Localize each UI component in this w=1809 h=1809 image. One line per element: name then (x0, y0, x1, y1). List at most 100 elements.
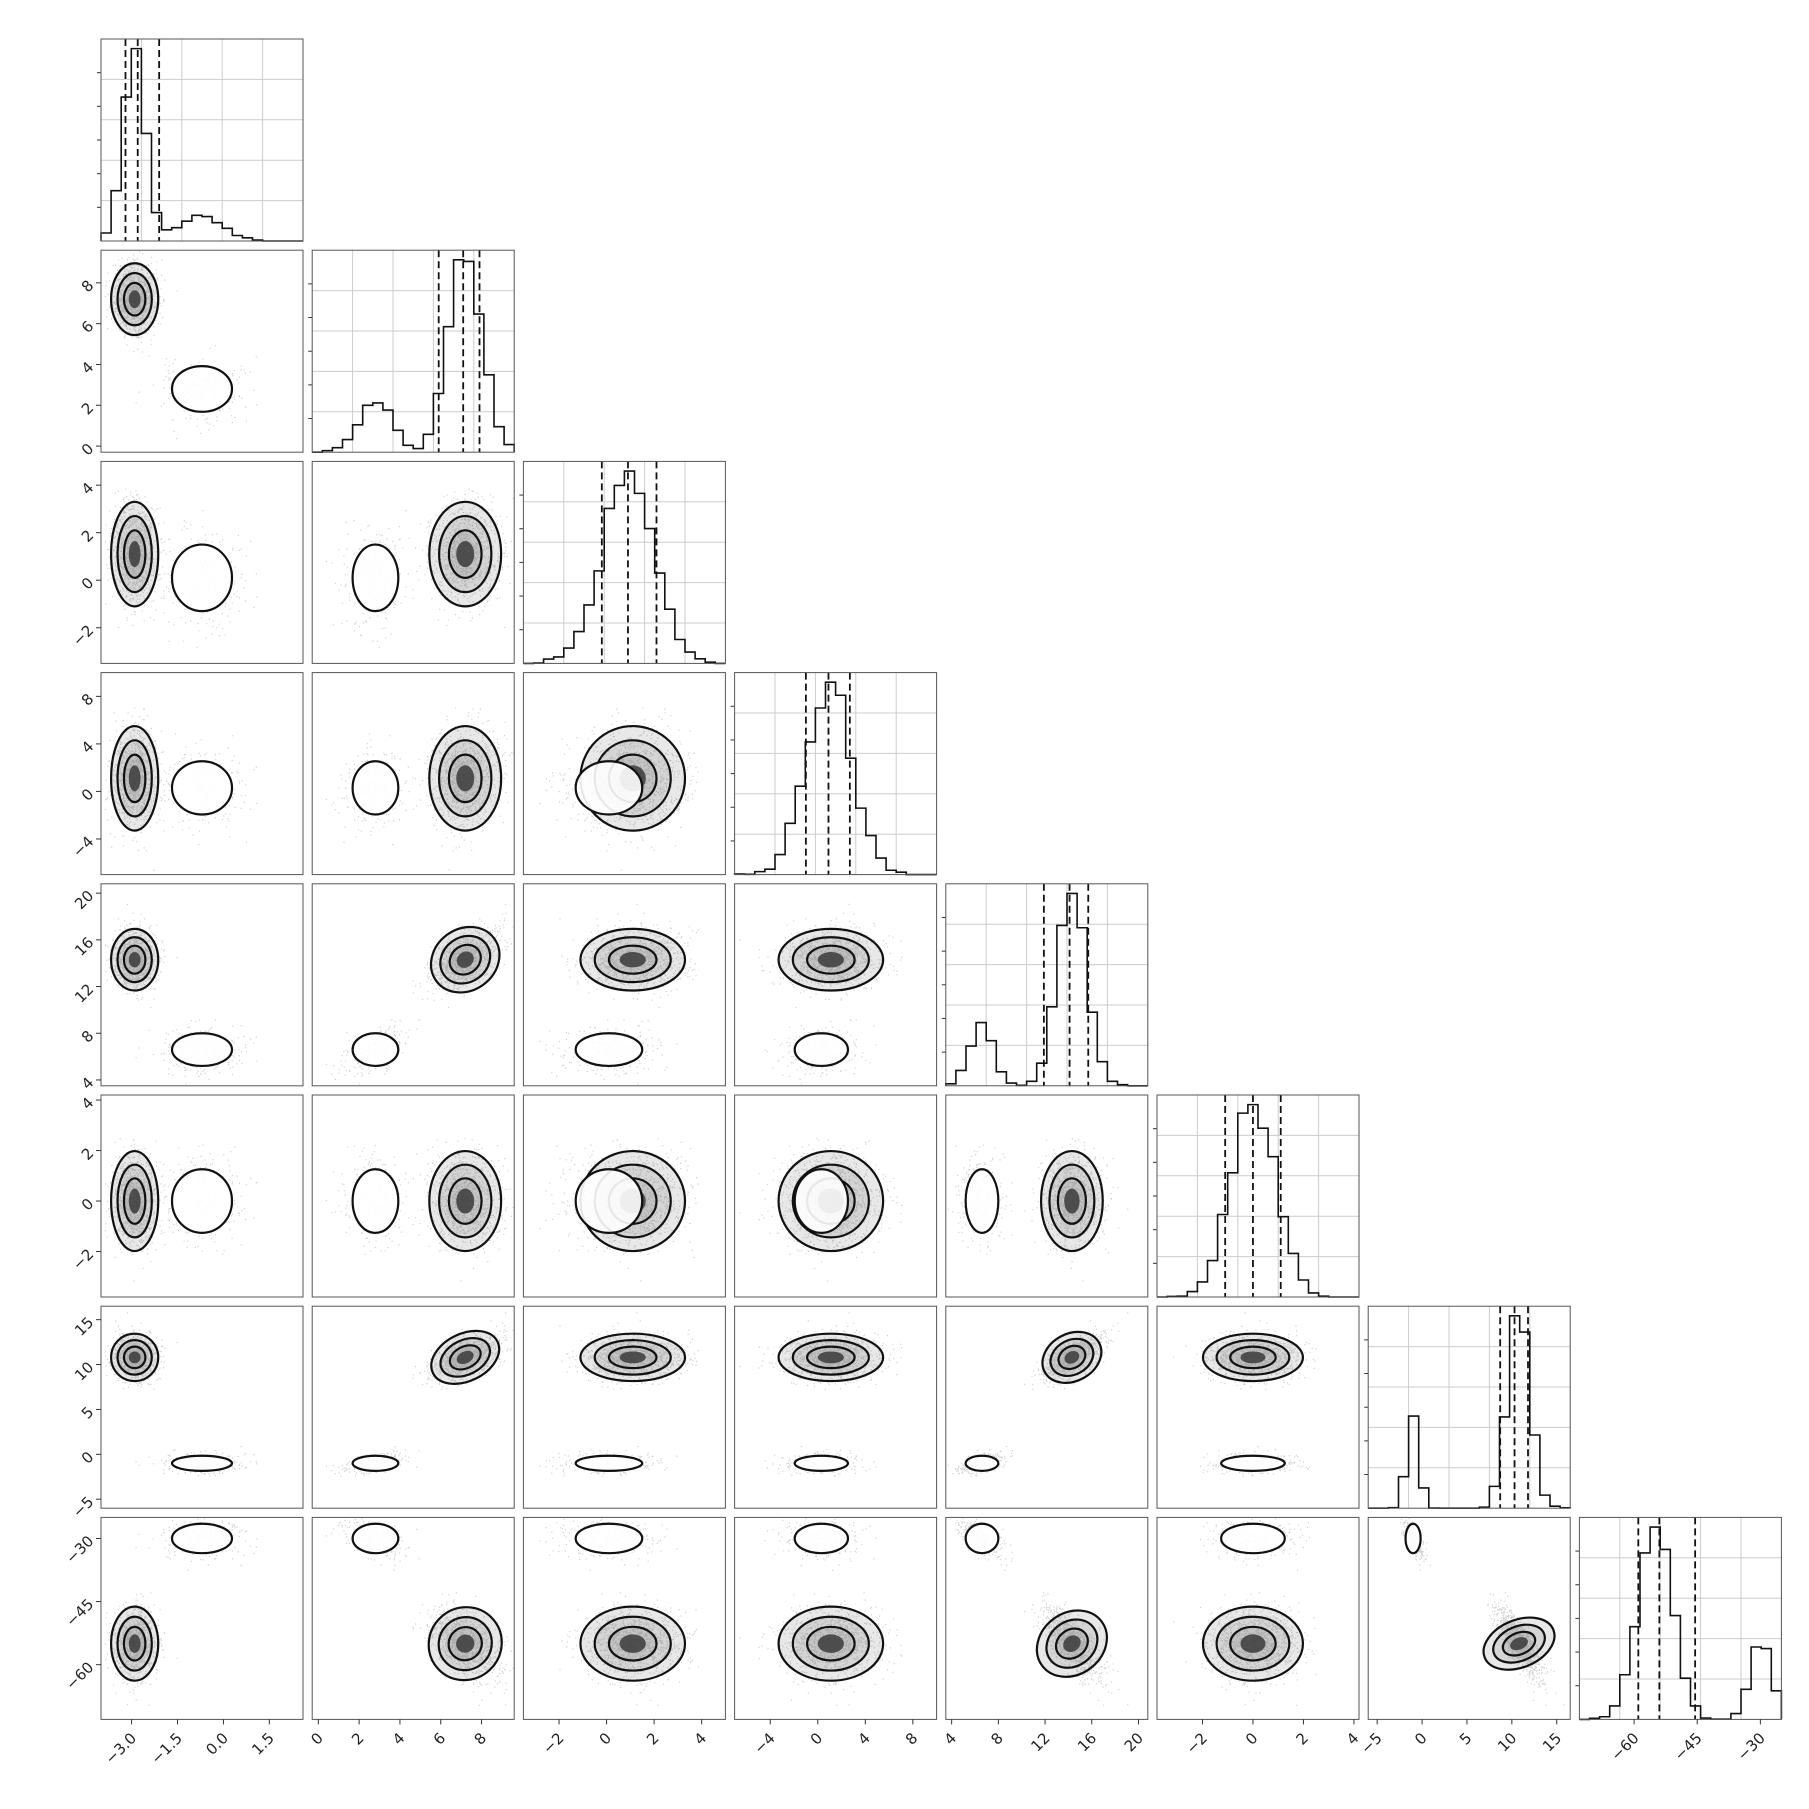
y-tick-label: 0 (78, 1195, 97, 1214)
panel-frame (522, 1305, 726, 1509)
density-fill (172, 1033, 232, 1066)
contour-line (1215, 1615, 1291, 1672)
contour-line (447, 529, 483, 579)
contour-line (170, 1168, 234, 1234)
contour-line (574, 1522, 644, 1555)
density-fill (575, 1033, 643, 1066)
contour-line (428, 724, 503, 832)
density-fill (172, 366, 232, 412)
scatter-panel (945, 1094, 1149, 1298)
contour-line (1220, 1522, 1286, 1555)
contour-line (110, 500, 160, 608)
density-fill (794, 1523, 848, 1554)
contour-line (122, 529, 147, 579)
contour-line (1039, 1149, 1104, 1253)
density-fill (172, 1169, 232, 1233)
panel-frame (522, 460, 726, 664)
contour-line (793, 1522, 850, 1555)
contour-line (110, 724, 160, 832)
contour-line (116, 1615, 153, 1672)
panel-frame (522, 1516, 726, 1720)
density-core (619, 951, 646, 968)
contour-line (593, 1615, 672, 1672)
contour-line (351, 1522, 400, 1555)
contour-line (429, 925, 501, 994)
panel-frame (100, 249, 304, 453)
y-tick-label: 8 (78, 690, 97, 709)
density-core (1063, 1635, 1081, 1652)
x-tick-label: 15 (1539, 1729, 1565, 1755)
scatter-panel (734, 883, 938, 1087)
density-core (456, 541, 475, 568)
density-core (128, 1351, 141, 1364)
x-tick-label: 10 (1494, 1729, 1520, 1755)
histogram-panel (1153, 1094, 1360, 1298)
y-tick-label: 8 (78, 1027, 97, 1046)
density-fill (965, 1169, 999, 1233)
contour-line (122, 1177, 147, 1225)
contour-line (1057, 1344, 1087, 1371)
sample-points (1400, 1517, 1565, 1706)
histogram-line (100, 47, 303, 242)
y-tick-label: −5 (69, 1493, 97, 1521)
density-core (619, 1634, 646, 1653)
x-tick-label: 2 (643, 1729, 662, 1748)
contour-line (448, 1344, 482, 1371)
x-tick-label: 4 (389, 1729, 408, 1748)
contour-line (964, 1522, 1000, 1555)
contour-line (791, 1339, 870, 1376)
contour-line (574, 1454, 644, 1472)
scatter-panel (945, 1305, 1149, 1509)
histogram-line (312, 259, 515, 453)
panel-frame (311, 883, 515, 1087)
contour-line (438, 1163, 493, 1239)
density-fill (352, 761, 399, 815)
contour-line (110, 927, 160, 992)
panel-frame (311, 672, 515, 876)
contour-line (122, 1345, 147, 1370)
x-tick-label: −45 (1671, 1729, 1706, 1764)
y-tick-label: −4 (69, 833, 97, 861)
y-tick-label: 0 (78, 1448, 97, 1467)
density-core (817, 951, 844, 968)
contour-line (574, 760, 644, 816)
contour-line (438, 739, 493, 818)
density-fill (172, 761, 232, 815)
contour-line (116, 936, 153, 984)
histogram-line (1157, 1103, 1359, 1298)
contour-line (447, 1177, 483, 1225)
contour-line (428, 500, 503, 608)
contour-line (1404, 1522, 1422, 1555)
sample-points (947, 1312, 1129, 1477)
density-core (1064, 1188, 1080, 1214)
contour-line (1049, 1337, 1095, 1377)
density-fill (575, 1523, 643, 1554)
contour-line (448, 943, 482, 976)
histogram-line (1368, 1315, 1571, 1509)
density-fill (352, 1523, 399, 1554)
contour-line (122, 281, 147, 317)
contour-line (439, 1336, 491, 1378)
density-fill (965, 1523, 999, 1554)
contour-line (793, 1454, 850, 1472)
contour-line (122, 944, 147, 975)
contour-line (1220, 1454, 1286, 1472)
density-core (1240, 1634, 1266, 1653)
contour-line (447, 1625, 483, 1662)
y-tick-label: 15 (71, 1313, 97, 1339)
density-core (456, 1634, 475, 1653)
y-tick-label: 12 (71, 980, 97, 1006)
contour-line (579, 1605, 687, 1682)
panel-frame (734, 1305, 938, 1509)
contour-line (170, 1032, 234, 1068)
y-tick-label: 16 (71, 933, 97, 959)
contour-line (777, 1605, 885, 1682)
panel-frame (100, 1305, 304, 1509)
contour-line (964, 1454, 1000, 1472)
y-tick-label: 0 (78, 785, 97, 804)
